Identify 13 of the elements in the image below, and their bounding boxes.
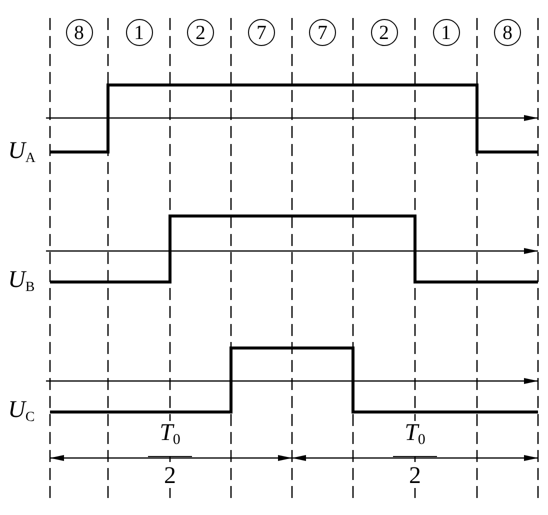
signal-label: U$_{C}$ bbox=[8, 398, 35, 425]
fraction-numerator: T$_{0}$ bbox=[148, 421, 192, 457]
circled-number: 1 bbox=[432, 19, 460, 46]
fraction-numerator: T$_{0}$ bbox=[393, 421, 437, 457]
circled-number: 2 bbox=[370, 19, 398, 46]
circled-number: 7 bbox=[248, 19, 275, 46]
circled-number: 8 bbox=[66, 19, 92, 46]
signal-label: U$_{A}$ bbox=[8, 139, 36, 166]
circled-number: 8 bbox=[494, 19, 521, 46]
circled-number: 2 bbox=[187, 19, 214, 46]
signal-label: U$_{B}$ bbox=[8, 268, 35, 295]
circled-number: 1 bbox=[126, 19, 152, 46]
circled-number: 7 bbox=[309, 19, 336, 46]
